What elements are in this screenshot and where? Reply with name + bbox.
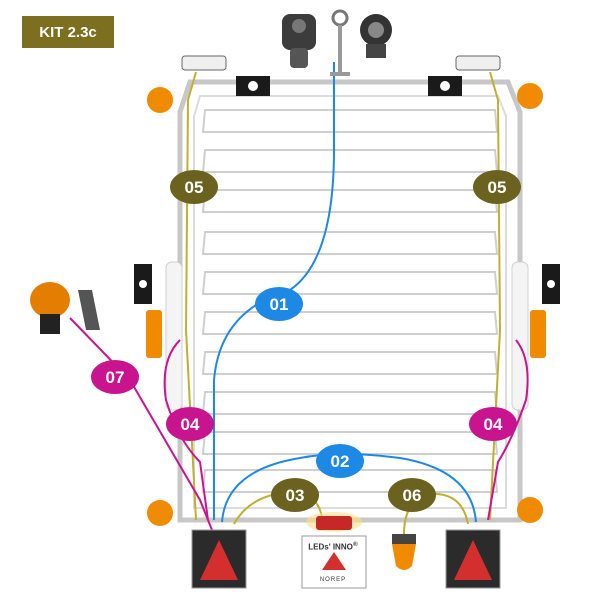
mudguard-left [165, 261, 183, 411]
cable-07 [69, 317, 213, 531]
plate-brand: LEDs' INNO® [302, 541, 364, 552]
seven-pin-plug-icon [282, 14, 316, 68]
svg-text:05: 05 [185, 178, 204, 197]
plate-light-icon [306, 512, 362, 532]
cable-04-left [163, 339, 209, 521]
bracket-top-left-icon [236, 76, 270, 96]
side-marker-light-right [530, 310, 546, 358]
reflector-rear-right [517, 497, 543, 523]
tow-ring-icon [330, 9, 350, 76]
svg-text:04: 04 [484, 415, 503, 434]
reflector-rear-left [147, 500, 173, 526]
rotating-beacon-icon [30, 282, 100, 334]
reflector-front-left [147, 87, 173, 113]
svg-text:04: 04 [181, 415, 200, 434]
deck-slats [201, 109, 499, 493]
side-marker-light-left [146, 310, 162, 358]
plate-brand-mark: ® [352, 541, 358, 548]
plate-brand-text: LEDs' INNO [308, 542, 353, 552]
rear-lamp-left [191, 529, 247, 589]
bracket-top-right-icon [428, 76, 462, 96]
plate-sign [301, 535, 367, 589]
label-04-right: 04 [469, 407, 517, 441]
amber-lamp-icon [392, 534, 416, 570]
seven-pin-socket-icon [360, 14, 392, 58]
svg-text:06: 06 [403, 486, 422, 505]
svg-text:03: 03 [286, 486, 305, 505]
reflector-front-right [517, 83, 543, 109]
label-02: 02 [316, 444, 364, 478]
svg-text:05: 05 [488, 178, 507, 197]
mudguard-right [511, 261, 529, 411]
plate-sub: NOREP [319, 577, 347, 583]
label-04-left: 04 [166, 407, 214, 441]
label-06: 06 [388, 478, 436, 512]
label-01: 01 [255, 287, 303, 321]
rear-lamp-right [445, 529, 501, 589]
kit-badge: KIT 2.3c [22, 16, 114, 48]
label-07: 07 [91, 360, 139, 394]
front-position-light-right [455, 55, 501, 71]
bracket-side-right-icon [542, 264, 560, 304]
label-05-right: 05 [473, 170, 521, 204]
svg-text:01: 01 [270, 295, 289, 314]
cable-04-right [487, 339, 529, 521]
cable-05-right [489, 71, 502, 521]
trailer-frame [177, 79, 523, 523]
label-05-left: 05 [170, 170, 218, 204]
svg-text:07: 07 [106, 368, 125, 387]
svg-text:02: 02 [331, 452, 350, 471]
bracket-side-left-icon [134, 264, 152, 304]
front-position-light-left [181, 55, 227, 71]
label-03: 03 [271, 478, 319, 512]
